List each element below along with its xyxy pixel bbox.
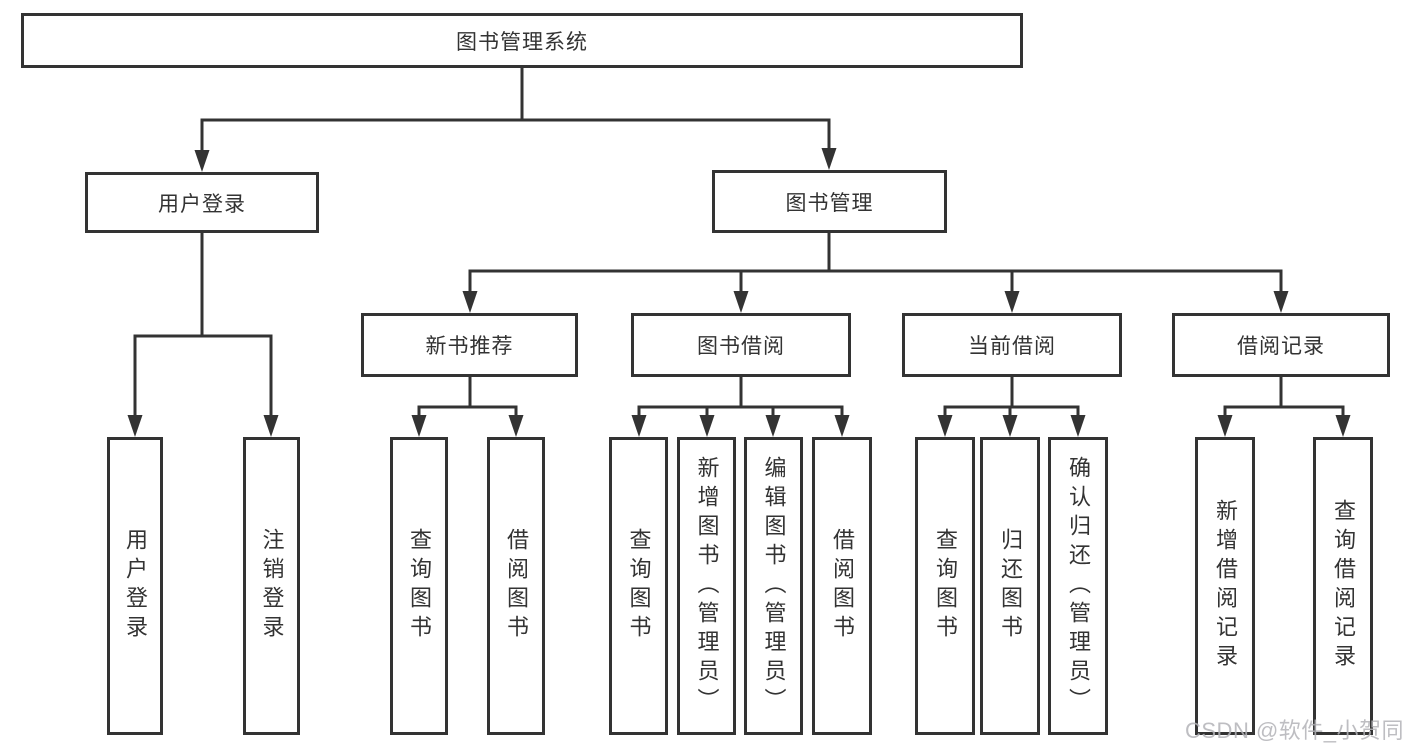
node-bb-borrow-books: 借阅图书: [812, 437, 872, 735]
node-bb-query-books-label: 查询图书: [626, 528, 652, 644]
node-rec-borrow-books: 借阅图书: [487, 437, 545, 735]
node-bb-edit-books-label: 编辑图书（管理员）: [761, 455, 787, 717]
node-root-label: 图书管理系统: [456, 30, 588, 54]
node-bb-query-books: 查询图书: [609, 437, 668, 735]
node-leaf-logout: 注销登录: [243, 437, 300, 735]
node-new-book-recommendation-label: 新书推荐: [425, 335, 514, 358]
node-bb-add-books: 新增图书（管理员）: [677, 437, 736, 735]
node-book-borrowing: 图书借阅: [631, 313, 851, 377]
node-current-borrowing-label: 当前借阅: [968, 335, 1056, 358]
node-user-login: 用户登录: [85, 172, 319, 233]
node-user-login-label: 用户登录: [158, 192, 246, 216]
node-cb-query-books-label: 查询图书: [933, 528, 958, 644]
node-borrowing-records-label: 借阅记录: [1237, 335, 1325, 358]
node-current-borrowing: 当前借阅: [902, 313, 1122, 377]
node-br-query-record-label: 查询借阅记录: [1331, 499, 1356, 673]
node-cb-return-books-label: 归还图书: [998, 528, 1023, 644]
node-rec-borrow-books-label: 借阅图书: [504, 528, 529, 644]
node-leaf-logout-label: 注销登录: [259, 528, 285, 644]
node-cb-confirm-return-label: 确认归还（管理员）: [1066, 455, 1091, 717]
node-cb-query-books: 查询图书: [915, 437, 975, 735]
node-new-book-recommendation: 新书推荐: [361, 313, 578, 377]
node-borrowing-records: 借阅记录: [1172, 313, 1390, 377]
node-book-management-label: 图书管理: [785, 191, 874, 215]
node-root: 图书管理系统: [21, 13, 1023, 68]
node-leaf-user-login-label: 用户登录: [123, 528, 148, 644]
node-cb-return-books: 归还图书: [980, 437, 1040, 735]
node-cb-confirm-return: 确认归还（管理员）: [1048, 437, 1108, 735]
node-leaf-user-login: 用户登录: [107, 437, 163, 735]
node-rec-query-books: 查询图书: [390, 437, 448, 735]
node-br-add-record: 新增借阅记录: [1195, 437, 1255, 735]
node-book-borrowing-label: 图书借阅: [697, 335, 785, 358]
node-br-query-record: 查询借阅记录: [1313, 437, 1373, 735]
node-bb-add-books-label: 新增图书（管理员）: [694, 455, 720, 717]
node-book-management: 图书管理: [712, 170, 947, 233]
node-rec-query-books-label: 查询图书: [407, 528, 432, 644]
node-bb-borrow-books-label: 借阅图书: [830, 528, 855, 644]
csdn-watermark: CSDN @软件_小贺同学: [1185, 718, 1405, 743]
node-br-add-record-label: 新增借阅记录: [1213, 499, 1238, 673]
node-bb-edit-books: 编辑图书（管理员）: [744, 437, 803, 735]
